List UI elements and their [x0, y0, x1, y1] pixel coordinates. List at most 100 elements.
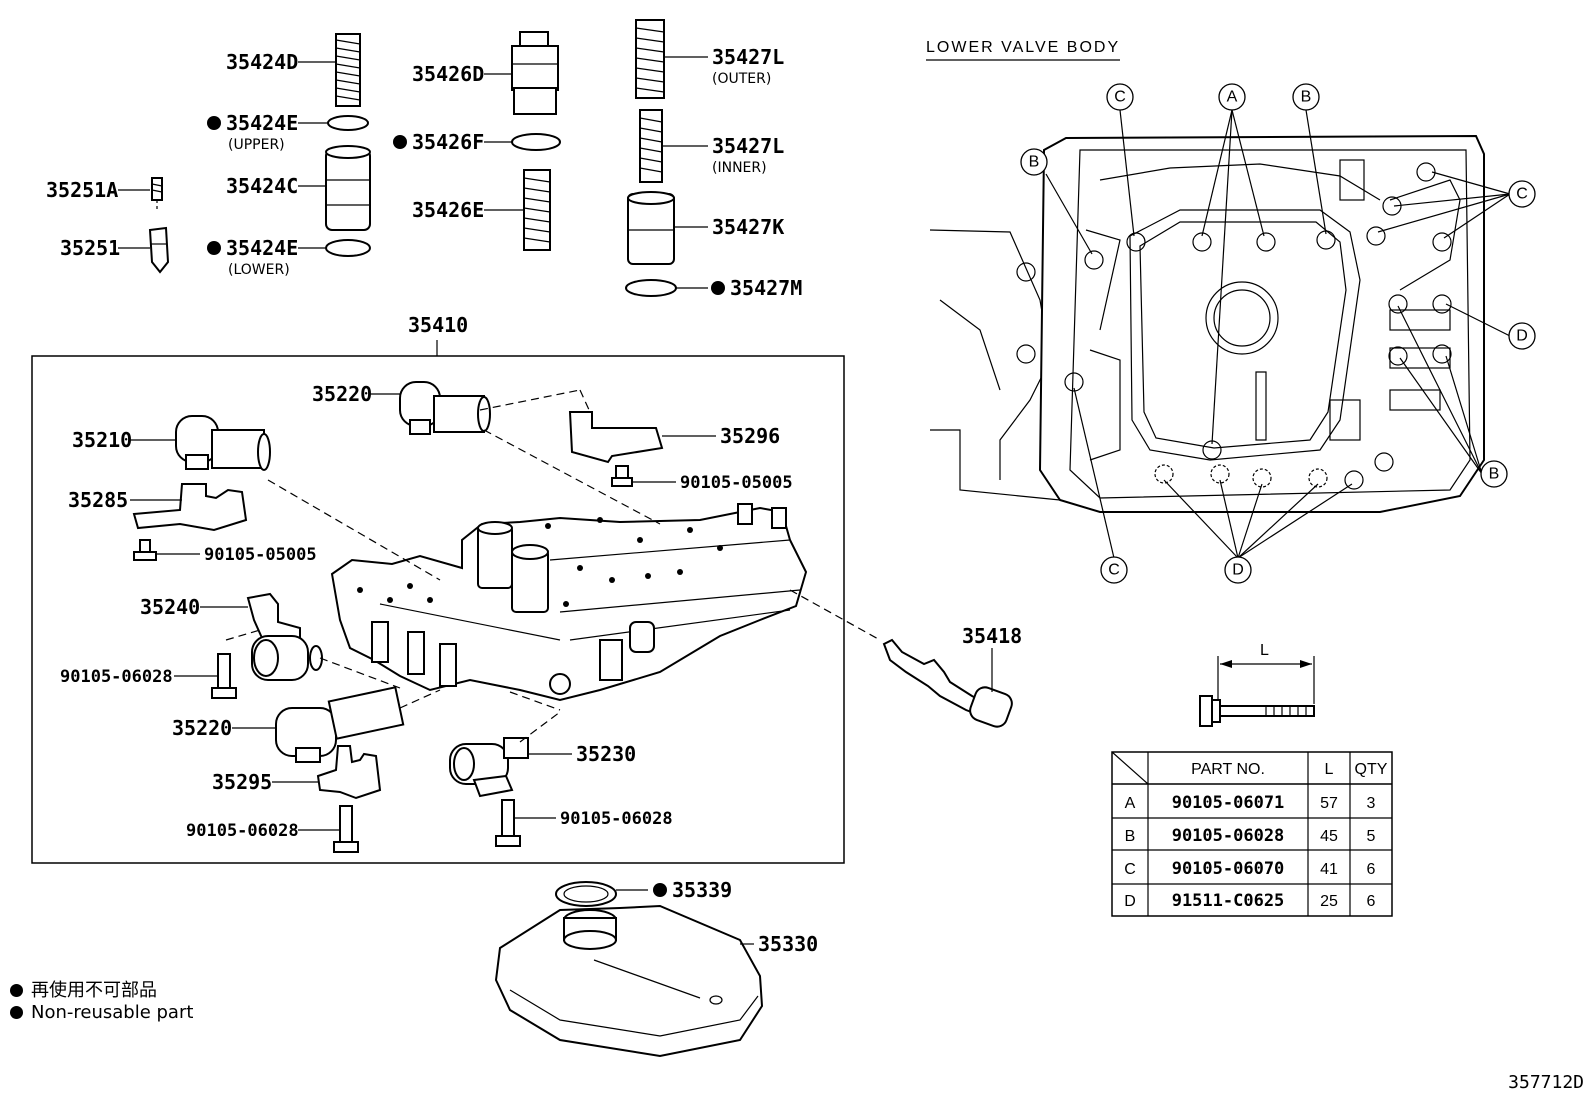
assembly-dashed-lines	[225, 389, 881, 743]
label-35220-top: 35220	[312, 382, 372, 406]
label-35418: 35418	[962, 624, 1022, 648]
table-row-b-part-no: 90105-06028	[1172, 826, 1285, 846]
callout-leaders	[1045, 109, 1511, 559]
table-row-b-qty: 5	[1367, 828, 1376, 845]
table-row-c-qty: 6	[1367, 861, 1376, 878]
table-row-d-key: D	[1124, 893, 1136, 910]
label-35426D: 35426D	[412, 62, 484, 86]
lower-valve-body-title: LOWER VALVE BODY	[926, 39, 1120, 56]
spring-35426E	[523, 169, 551, 251]
legend-english: Non-reusable part	[10, 1002, 193, 1023]
table-row-a-key: A	[1125, 795, 1136, 812]
valve-body-35410	[330, 503, 808, 702]
non-reusable-dot	[10, 984, 23, 997]
callout-C-right: C	[1508, 180, 1536, 208]
label-35424C: 35424C	[226, 174, 298, 198]
note-inner: (INNER)	[712, 160, 767, 176]
bracket-35295	[316, 745, 382, 800]
sleeve-35427K	[627, 191, 675, 265]
svg-text:B: B	[1029, 154, 1040, 171]
bracket-35285	[132, 483, 248, 532]
svg-text:A: A	[1227, 89, 1238, 106]
non-reusable-dot	[10, 1006, 23, 1019]
spring-35251A	[151, 177, 163, 210]
plunger-35426D	[511, 31, 559, 115]
non-reusable-dot	[207, 241, 221, 255]
non-reusable-dot	[393, 135, 407, 149]
legend-english-text: Non-reusable part	[31, 1002, 194, 1023]
bolt-90105-06028-a	[211, 653, 237, 699]
callout-B-left: B	[1020, 148, 1048, 176]
label-35251: 35251	[60, 236, 120, 260]
label-35424D: 35424D	[226, 50, 298, 74]
solenoid-35220-top	[399, 381, 491, 435]
label-35285: 35285	[68, 488, 128, 512]
sensor-35240	[246, 592, 323, 681]
table-row-d-qty: 6	[1367, 893, 1376, 910]
note-upper: (UPPER)	[228, 137, 285, 153]
o-ring-35424E-upper	[327, 115, 369, 131]
non-reusable-dot	[653, 883, 667, 897]
label-35296: 35296	[720, 424, 780, 448]
legend-japanese: 再使用不可部品	[10, 976, 157, 1002]
label-35427M: 35427M	[730, 276, 802, 300]
label-35426F: 35426F	[412, 130, 484, 154]
label-35427L-outer: 35427L	[712, 45, 784, 69]
reference-code: 357712D	[1508, 1072, 1584, 1093]
label-90105-06028-a: 90105-06028	[60, 667, 173, 687]
label-90105-06028-b: 90105-06028	[186, 821, 299, 841]
svg-text:C: C	[1114, 89, 1126, 106]
bolt-90105-05005-a	[611, 465, 633, 487]
solenoid-35220-bottom	[275, 686, 405, 763]
label-35230: 35230	[576, 742, 636, 766]
o-ring-35424E-lower	[325, 239, 371, 257]
callout-A: A	[1218, 83, 1246, 111]
svg-text:D: D	[1232, 562, 1244, 579]
callout-D-bottom: D	[1224, 556, 1252, 584]
legend-japanese-text: 再使用不可部品	[31, 980, 157, 1001]
label-35424E-upper: 35424E	[226, 111, 298, 135]
table-row-a-l: 57	[1320, 795, 1338, 812]
solenoid-35210	[175, 415, 271, 471]
label-35220-bottom: 35220	[172, 716, 232, 740]
label-35427L-inner: 35427L	[712, 134, 784, 158]
label-35427K: 35427K	[712, 215, 784, 239]
note-lower: (LOWER)	[228, 262, 290, 278]
note-outer: (OUTER)	[712, 71, 771, 87]
label-35210: 35210	[72, 428, 132, 452]
svg-text:C: C	[1108, 562, 1120, 579]
table-row-a-qty: 3	[1367, 795, 1376, 812]
plug-35251	[148, 226, 170, 274]
table-header-part-no: PART NO.	[1191, 761, 1265, 778]
label-35426E: 35426E	[412, 198, 484, 222]
svg-text:B: B	[1301, 89, 1312, 106]
svg-text:D: D	[1516, 328, 1528, 345]
lower-valve-body-drawing	[929, 134, 1485, 513]
spring-35427L-inner	[639, 109, 663, 183]
label-35424E-lower: 35424E	[226, 236, 298, 260]
dimension-L-label: L	[1260, 642, 1269, 659]
table-row-c-key: C	[1124, 861, 1136, 878]
callout-B-top: B	[1292, 83, 1320, 111]
non-reusable-dot	[711, 281, 725, 295]
bolt-90105-06028-b	[333, 805, 359, 853]
table-row-d-part-no: 91511-C0625	[1172, 891, 1285, 911]
sensor-35230	[449, 737, 529, 798]
label-35251A: 35251A	[46, 178, 118, 202]
o-ring-35426F	[511, 133, 561, 151]
pipe-35418	[882, 638, 1013, 728]
sleeve-35424C	[325, 145, 371, 231]
label-90105-05005-a: 90105-05005	[680, 473, 793, 493]
label-35330: 35330	[758, 932, 818, 956]
valve-body-assembly-box	[31, 355, 845, 864]
callout-C-top: C	[1106, 83, 1134, 111]
spring-35424D	[335, 33, 361, 107]
label-35240: 35240	[140, 595, 200, 619]
o-ring-35339	[555, 881, 617, 907]
table-header-l: L	[1325, 761, 1334, 778]
label-90105-06028-c: 90105-06028	[560, 809, 673, 829]
strainer-35330	[494, 904, 764, 1058]
table-row-c-l: 41	[1320, 861, 1338, 878]
bolt-90105-06028-c	[495, 799, 521, 847]
